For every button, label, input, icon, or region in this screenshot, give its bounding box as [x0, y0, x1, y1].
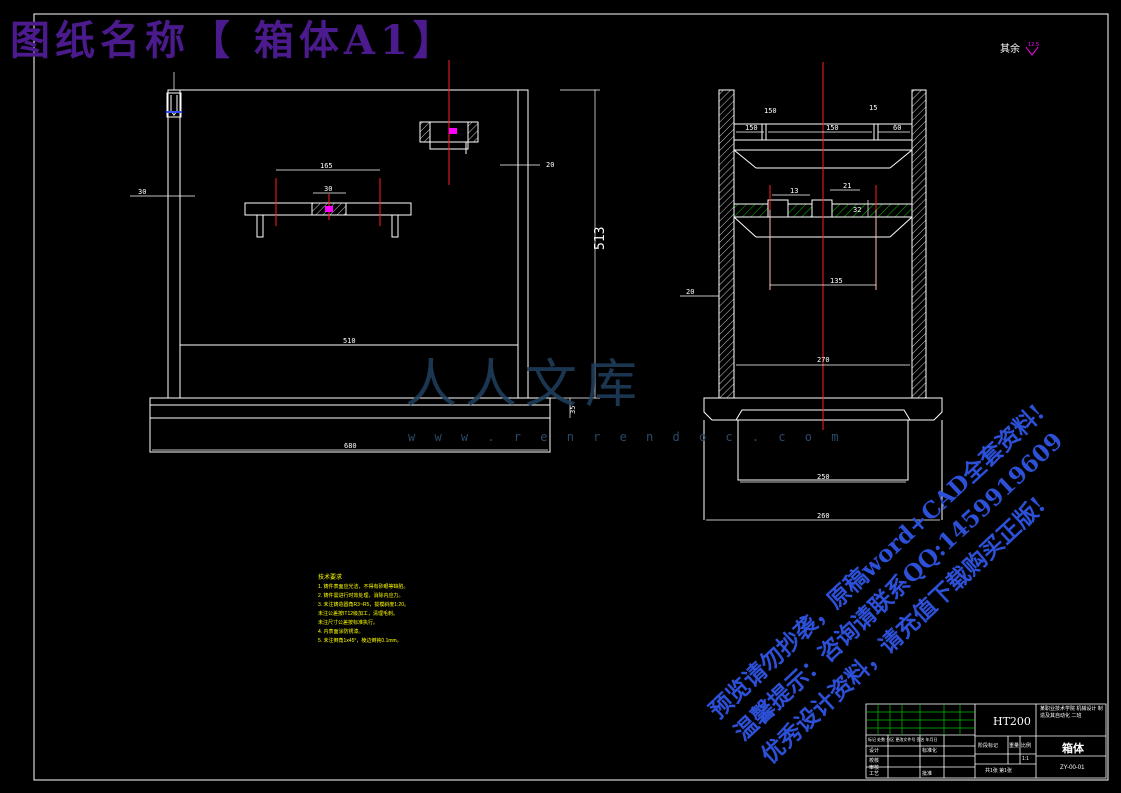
drawing-number: ZY-00-01: [1060, 765, 1085, 771]
dim-side-13: 13: [790, 187, 798, 195]
sheet-border: [33, 13, 1109, 781]
front-view: [149, 89, 551, 453]
sheet-count: 共1张 第1张: [985, 768, 1012, 774]
dim-side-260: 260: [817, 512, 830, 520]
title-block-grid: [866, 704, 975, 735]
approve-label: 批准: [922, 771, 933, 777]
standardization-label: 标准化: [922, 748, 938, 754]
dim-side-15: 15: [869, 104, 877, 112]
notes-heading: 技术要求: [318, 575, 343, 581]
watermark-logo: 人人文库: [405, 355, 646, 415]
dim-post: 20: [546, 161, 554, 169]
material: HT200: [993, 715, 1031, 728]
dim-side-150b: 150: [745, 124, 758, 132]
dim-side-135: 135: [830, 277, 843, 285]
drawing-title: 图纸名称【 箱体A1】: [10, 17, 458, 64]
dim-height: 513: [593, 227, 608, 250]
role-design: 设计: [869, 748, 880, 754]
dim-base-width: 680: [344, 442, 357, 450]
dim-side-150a: 150: [764, 107, 777, 115]
svg-text:其余: 其余: [1000, 42, 1020, 55]
side-dim-lines: [680, 131, 940, 521]
note-line: 4. 内表面涂防锈漆。: [318, 629, 364, 635]
dim-side-21: 21: [843, 182, 851, 190]
dim-side-32: 32: [853, 206, 861, 214]
technical-notes: 技术要求 1. 铸件表面应光洁，不得有砂眼等缺陷。 2. 铸件需进行时效处理，消…: [318, 574, 409, 646]
revision-header: 标记 处数 分区 更改文件号 签名 年月日: [868, 737, 938, 742]
scale-value: 1:1: [1022, 756, 1029, 762]
svg-text:12.5: 12.5: [1028, 42, 1039, 48]
dim-side-60: 60: [893, 124, 901, 132]
front-centerlines: [275, 60, 450, 226]
school-name: 某职业技术学院 机械设计 制造及其自动化 二班: [1040, 706, 1103, 719]
part-name: 箱体: [1062, 743, 1084, 755]
role-process: 工艺: [869, 771, 880, 777]
front-magenta: [325, 128, 457, 212]
dim-side-270: 270: [817, 356, 830, 364]
front-dim-lines: [130, 72, 600, 451]
scale-label: 比例: [1021, 743, 1032, 749]
dim-inner-width: 510: [343, 337, 356, 345]
dim-base-height: 35: [569, 406, 577, 414]
dim-side-150c: 150: [826, 124, 839, 132]
stage-label: 阶段标记: [978, 743, 999, 749]
dim-side-250: 250: [817, 473, 830, 481]
dim-side-20: 20: [686, 288, 694, 296]
note-line: 2. 铸件需进行时效处理，消除内应力。: [318, 593, 404, 599]
dim-left-offset: 30: [138, 188, 146, 196]
roughness-note: 其余 12.5: [1000, 42, 1039, 56]
watermark-url: w w w . r e n r e n d o c . c o m: [408, 430, 845, 444]
dim-top-width: 165: [320, 162, 333, 170]
note-line: 未注尺寸公差按标准执行。: [318, 620, 379, 626]
note-line: 未注公差按IT12级加工，清理毛刺。: [318, 611, 399, 617]
role-review: 审核: [869, 765, 880, 771]
note-line: 3. 未注铸造圆角R3~R5，拔模斜度1:20。: [318, 602, 409, 608]
side-centerlines: [769, 62, 877, 430]
role-check: 校核: [869, 758, 880, 764]
weight-label: 重量: [1009, 743, 1020, 749]
title-block: [865, 703, 1107, 779]
dim-slot: 30: [324, 185, 332, 193]
note-line: 5. 未注倒角1x45°，棱边倒钝0.1mm。: [318, 638, 402, 644]
note-line: 1. 铸件表面应光洁，不得有砂眼等缺陷。: [318, 584, 409, 590]
